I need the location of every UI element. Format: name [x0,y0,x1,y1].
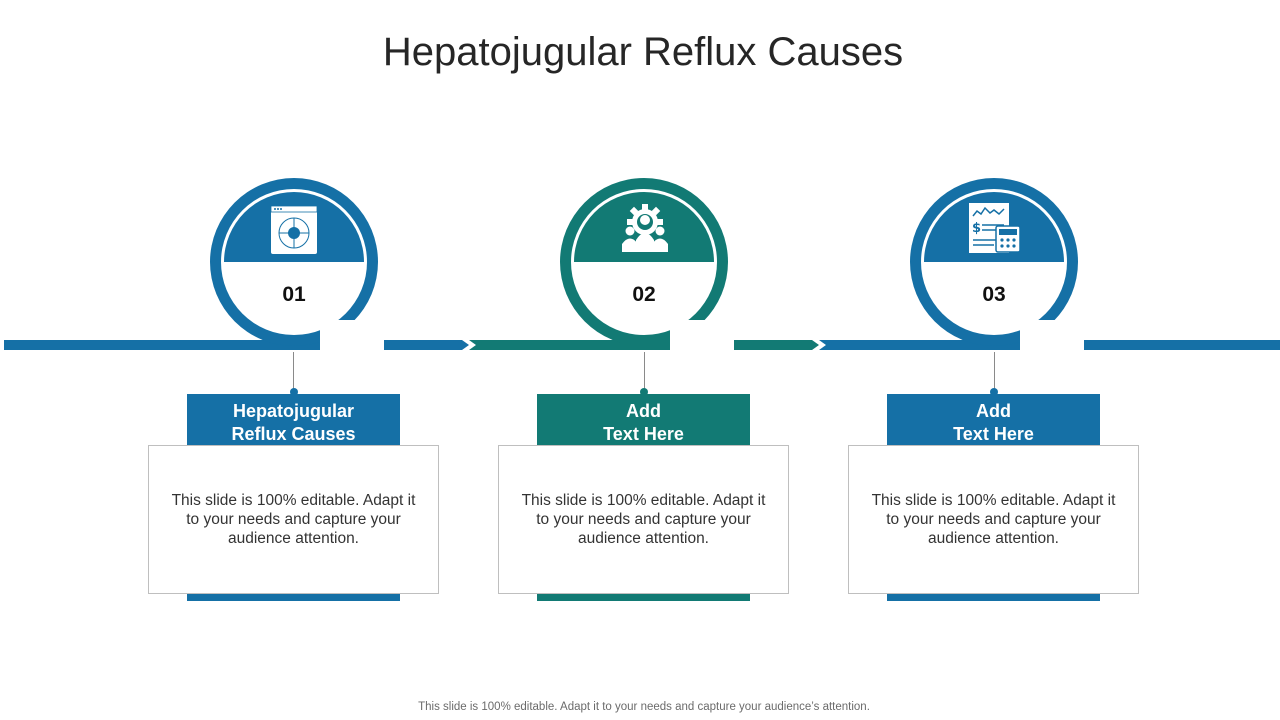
step-3-dot [990,388,998,396]
step-1-connector [293,352,294,392]
step-1-number: 01 [282,283,306,306]
step-1-heading: Hepatojugular Reflux Causes [231,401,356,444]
step-2-dot [640,388,648,396]
step-3-heading: Add Text Here [953,401,1034,444]
step-1-medallion [204,174,384,354]
step-3-medallion [904,174,1084,354]
step-2-card: This slide is 100% editable. Adapt it to… [498,445,789,594]
step-1-dot [290,388,298,396]
step-2-heading: Add Text Here [603,401,684,444]
svg-text:$: $ [972,221,981,236]
step-2-number: 02 [632,283,656,306]
step-3-connector [994,352,995,392]
dashboard-window-icon [268,204,322,258]
step-1-body: This slide is 100% editable. Adapt it to… [171,492,416,547]
financial-report-icon: $ [966,200,1021,254]
team-gear-icon [616,200,670,254]
page-title: Hepatojugular Reflux Causes [382,30,904,74]
step-1-card: This slide is 100% editable. Adapt it to… [148,445,439,594]
step-3-body: This slide is 100% editable. Adapt it to… [871,492,1116,547]
step-2-connector [644,352,645,392]
footer-note: This slide is 100% editable. Adapt it to… [418,701,870,713]
step-3-number: 03 [982,283,1006,306]
step-2-body: This slide is 100% editable. Adapt it to… [521,492,766,547]
step-2-medallion [554,174,734,354]
step-3-card: This slide is 100% editable. Adapt it to… [848,445,1139,594]
